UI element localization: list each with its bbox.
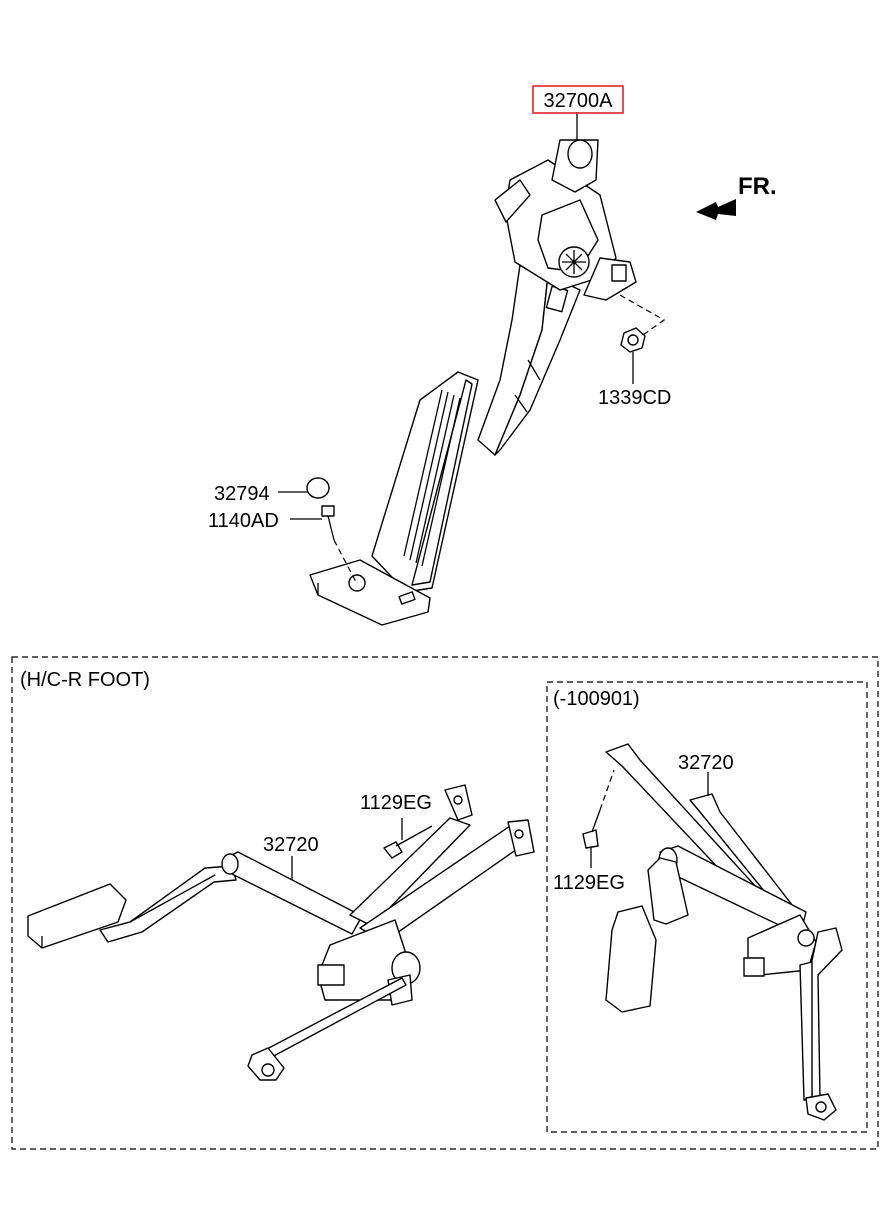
hc-r-foot-panel: [11, 656, 879, 1150]
label-main-assembly[interactable]: 32700A: [544, 90, 614, 112]
hc-r-foot-title: (H/C-R FOOT): [20, 669, 150, 691]
label-bolt[interactable]: 1140AD: [208, 510, 279, 532]
inset-pedal-assembly: [582, 743, 843, 1121]
hc-r-foot-pedal-assembly: [27, 784, 535, 1081]
label-nut[interactable]: 1339CD: [598, 387, 671, 409]
highlight-box[interactable]: [532, 85, 624, 114]
inset-label-pedal[interactable]: 32720: [678, 752, 734, 774]
accelerator-pedal-assembly: [306, 139, 666, 626]
hc-label-pedal[interactable]: 32720: [263, 834, 319, 856]
inset-panel: [546, 681, 868, 1133]
inset-title: (-100901): [553, 688, 640, 710]
hc-label-bolt[interactable]: 1129EG: [360, 792, 432, 814]
label-stopper[interactable]: 32794: [214, 483, 270, 505]
front-marker: FR.: [738, 173, 777, 200]
front-arrow-icon: [696, 199, 736, 220]
inset-label-bolt[interactable]: 1129EG: [553, 872, 625, 894]
